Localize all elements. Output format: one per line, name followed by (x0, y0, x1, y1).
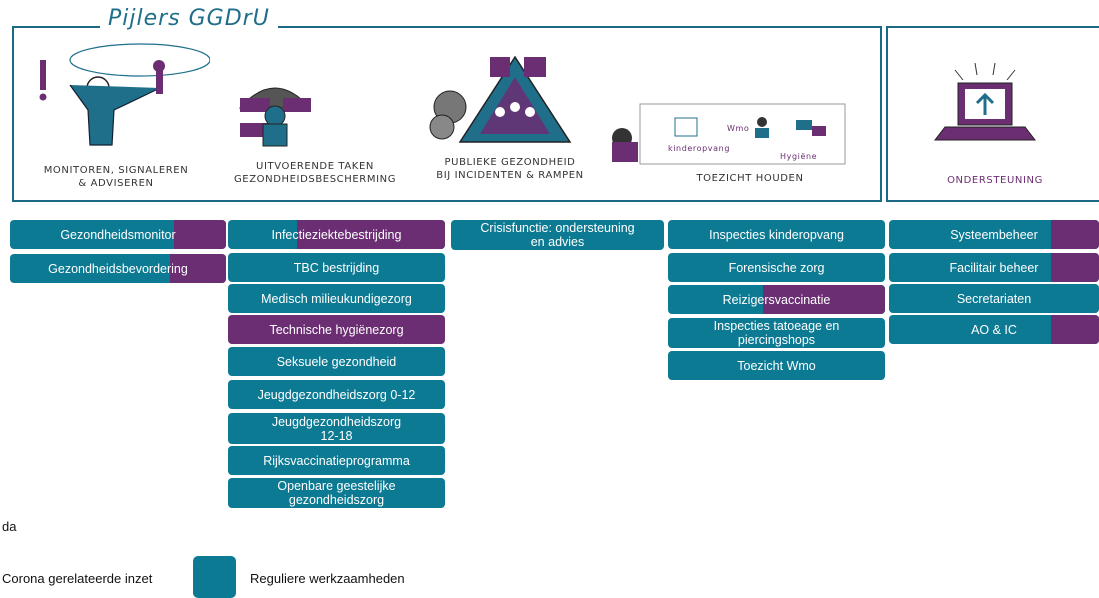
task-jgz-0-12: Jeugdgezondheidszorg 0-12 (228, 380, 445, 409)
task-label: Medisch milieukundigezorg (261, 291, 412, 306)
corona-accent (1051, 253, 1099, 282)
protection-illustration (238, 87, 312, 147)
task-label: Secretariaten (956, 291, 1032, 306)
incident-illustration (429, 55, 572, 143)
task-crisisfunctie: Crisisfunctie: ondersteuning en advies (451, 220, 664, 250)
task-label: Gezondheidsmonitor (60, 227, 176, 242)
task-label: Reizigersvaccinatie (722, 292, 831, 307)
task-ao-ic: AO & IC (889, 315, 1099, 344)
corona-accent (763, 285, 885, 314)
laptop-illustration (933, 62, 1037, 141)
task-label: Infectieziektebestrijding (271, 227, 402, 242)
task-inspecties-tatoeage: Inspecties tatoeage en piercingshops (668, 318, 885, 348)
task-toezicht-wmo: Toezicht Wmo (668, 351, 885, 380)
task-jgz-12-18: Jeugdgezondheidszorg 12-18 (228, 413, 445, 444)
legend-regulier-label: Reguliere werkzaamheden (250, 571, 405, 586)
pillar-label-uitvoerende-taken: UITVOERENDE TAKEN GEZONDHEIDSBESCHERMING (233, 161, 397, 185)
task-label: Jeugdgezondheidszorg 12-18 (271, 414, 402, 443)
task-label: Toezicht Wmo (737, 358, 816, 373)
task-infectieziektebestrijding: Infectieziektebestrijding (228, 220, 445, 249)
pillar-label-toezicht: TOEZICHT HOUDEN (696, 173, 804, 184)
task-label: Openbare geestelijke gezondheidszorg (277, 479, 396, 507)
task-medisch-milieukundige-zorg: Medisch milieukundigezorg (228, 284, 445, 313)
task-label: Rijksvaccinatieprogramma (263, 453, 410, 468)
corona-accent (170, 254, 226, 283)
toezicht-wmo-label: Wmo (727, 124, 750, 133)
monitor-person-illustration (39, 43, 210, 146)
page-title: Pijlers GGDrU (100, 6, 278, 31)
task-label: TBC bestrijding (293, 260, 380, 275)
task-tbc-bestrijding: TBC bestrijding (228, 253, 445, 282)
task-secretariaten: Secretariaten (889, 284, 1099, 313)
toezicht-hygiene-label: Hygiëne (780, 152, 818, 161)
corona-accent (297, 220, 445, 249)
corona-accent (1051, 220, 1099, 249)
task-label: Crisisfunctie: ondersteuning en advies (480, 221, 635, 249)
corona-accent (174, 220, 226, 249)
task-label: Forensische zorg (728, 260, 825, 275)
pillar-label-publieke-gezondheid: PUBLIEKE GEZONDHEID BIJ INCIDENTEN & RAM… (436, 157, 584, 181)
task-label: Gezondheidsbevordering (48, 261, 188, 276)
task-facilitair-beheer: Facilitair beheer (889, 253, 1099, 282)
task-technische-hygienezorg: Technische hygiënezorg (228, 315, 445, 344)
task-label: Jeugdgezondheidszorg 0-12 (257, 387, 416, 402)
task-label: Inspecties kinderopvang (709, 227, 844, 242)
task-label: Seksuele gezondheid (276, 354, 397, 369)
pillars-frame (12, 26, 882, 202)
toezicht-illustration (612, 103, 846, 165)
task-rijksvaccinatieprogramma: Rijksvaccinatieprogramma (228, 446, 445, 475)
legend-note: da (2, 519, 17, 534)
task-label: Technische hygiënezorg (269, 322, 404, 337)
task-label: Inspecties tatoeage en piercingshops (713, 319, 840, 347)
task-inspecties-kinderopvang: Inspecties kinderopvang (668, 220, 885, 249)
task-systeembeheer: Systeembeheer (889, 220, 1099, 249)
task-ogz: Openbare geestelijke gezondheidszorg (228, 478, 445, 508)
task-forensische-zorg: Forensische zorg (668, 253, 885, 282)
task-label: AO & IC (971, 322, 1017, 337)
task-seksuele-gezondheid: Seksuele gezondheid (228, 347, 445, 376)
task-label: Systeembeheer (950, 227, 1038, 242)
legend-corona-label: Corona gerelateerde inzet (2, 571, 153, 586)
legend-regulier-swatch (193, 556, 236, 598)
task-gezondheidsmonitor: Gezondheidsmonitor (10, 220, 226, 249)
task-reizigersvaccinatie: Reizigersvaccinatie (668, 285, 885, 314)
task-label: Facilitair beheer (949, 260, 1039, 275)
support-frame (886, 26, 1099, 202)
corona-accent (1051, 315, 1099, 344)
toezicht-kinderopvang-label: kinderopvang (668, 144, 730, 153)
pillar-label-ondersteuning: ONDERSTEUNING (947, 175, 1043, 186)
pillar-label-monitoren: MONITOREN, SIGNALEREN & ADVISEREN (43, 165, 189, 189)
task-gezondheidsbevordering: Gezondheidsbevordering (10, 254, 226, 283)
